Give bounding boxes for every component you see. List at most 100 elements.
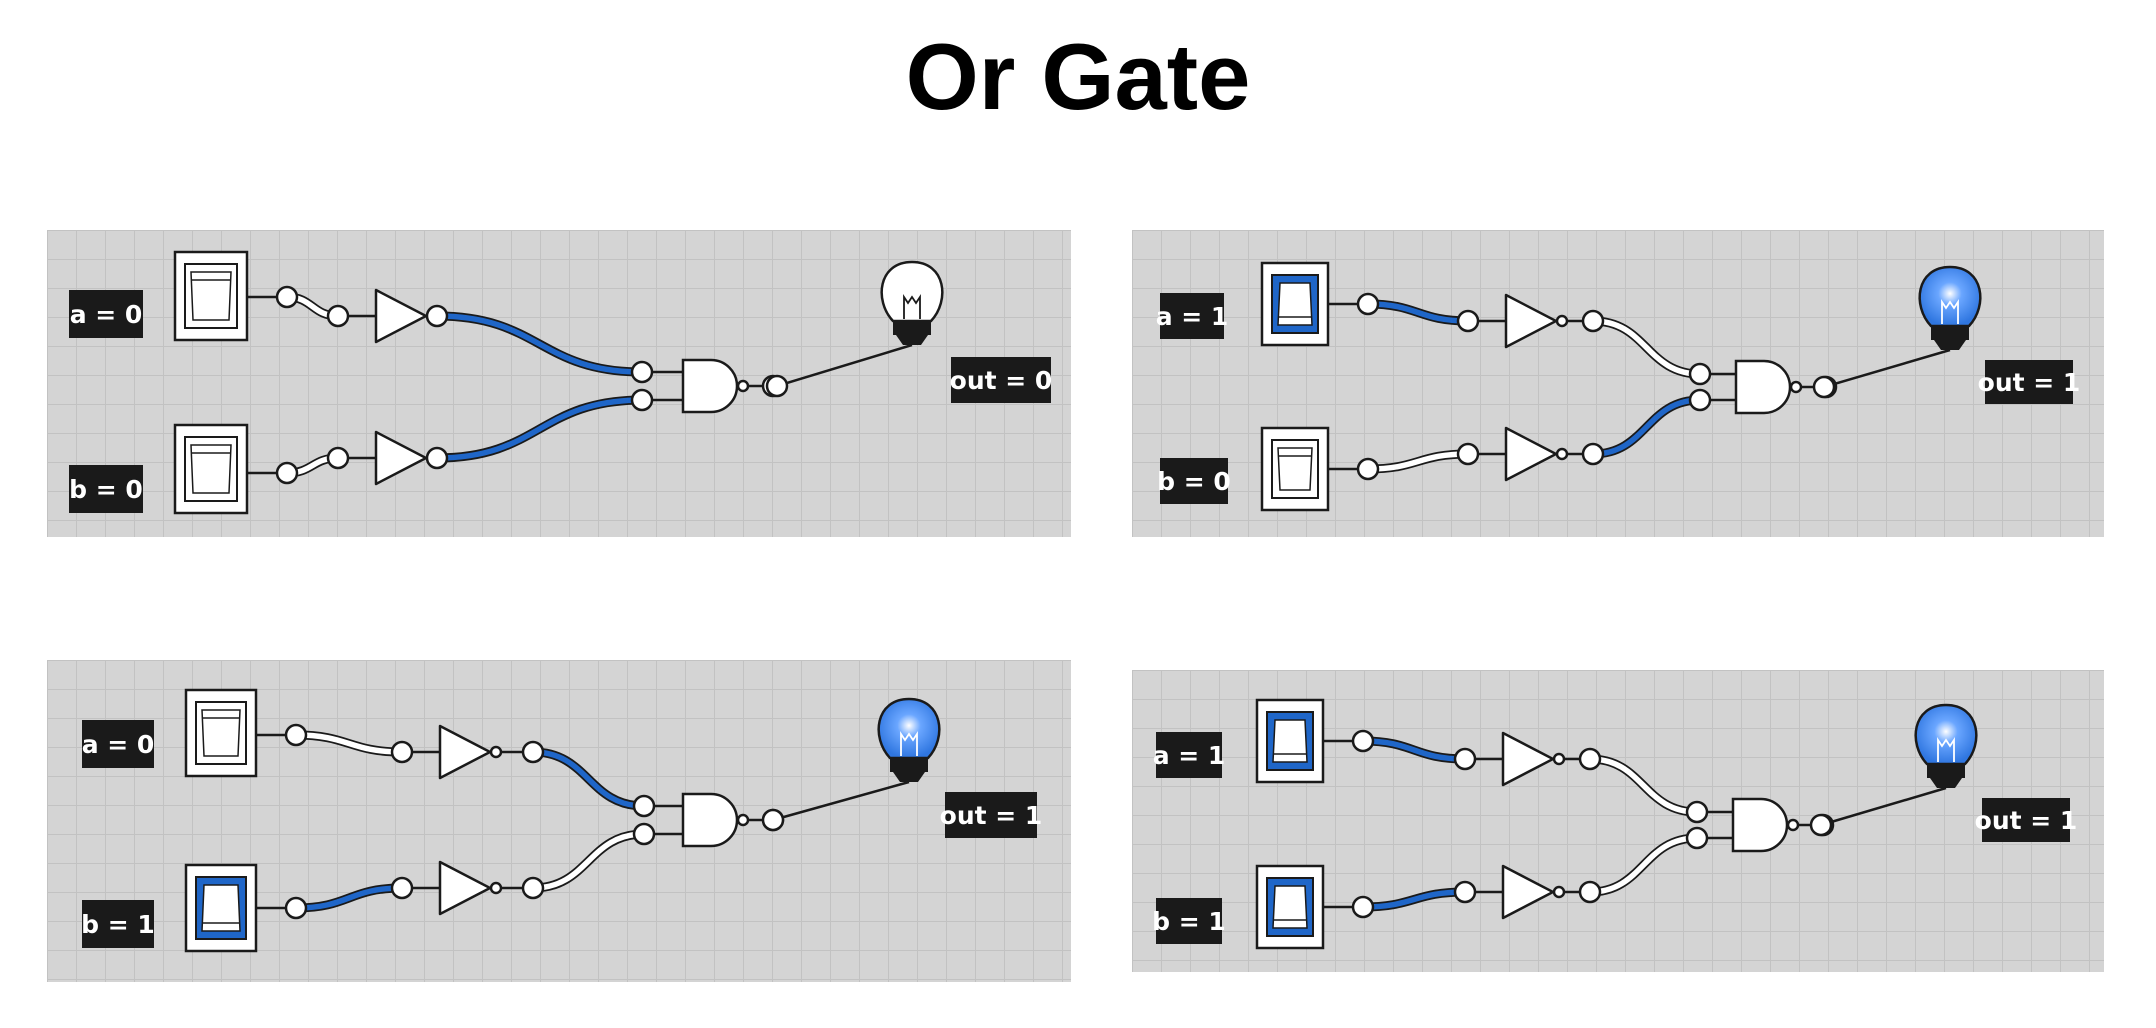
lightbulb-on-icon-tip bbox=[893, 772, 925, 782]
nand-gate-body bbox=[681, 792, 739, 848]
nand-gate-bubble bbox=[1786, 818, 1800, 832]
switch-a[interactable] bbox=[184, 688, 258, 778]
switch-b[interactable] bbox=[1260, 426, 1330, 512]
wire-not-a-out bbox=[530, 749, 647, 809]
switch-b[interactable] bbox=[1255, 864, 1325, 950]
not-gate-a-body bbox=[1504, 293, 1558, 349]
connector-node bbox=[1581, 309, 1605, 333]
switch-a[interactable] bbox=[1260, 261, 1330, 347]
bulb-lead bbox=[776, 343, 913, 388]
nand-gate-bubble bbox=[736, 813, 750, 827]
input-a-label: a = 1 bbox=[1156, 293, 1229, 339]
connector-node bbox=[1578, 747, 1602, 771]
output-label-bg bbox=[1985, 360, 2073, 404]
not-gate-a bbox=[1504, 293, 1569, 349]
nand-gate-bubble bbox=[736, 379, 750, 393]
page-title: Or Gate bbox=[905, 24, 1251, 129]
wire-not-b-out bbox=[1590, 397, 1703, 457]
input-a-label-text: a = 0 bbox=[70, 300, 143, 329]
lightbulb-on-icon-glass bbox=[877, 697, 941, 760]
lightbulb-on-icon-base bbox=[1927, 764, 1965, 778]
input-a-label: a = 0 bbox=[69, 290, 143, 338]
lightbulb-on-icon-filament bbox=[1941, 299, 1959, 324]
wire-not-b-out bbox=[530, 831, 647, 891]
lightbulb-on-icon-glass bbox=[1918, 265, 1982, 328]
not-gate-a-body bbox=[438, 724, 492, 780]
lightbulb-on-icon-glass bbox=[1914, 703, 1978, 766]
input-b-label-bg bbox=[69, 465, 143, 513]
not-gate-b-body bbox=[1504, 426, 1558, 482]
connector-node bbox=[632, 794, 656, 818]
input-a-label-text: a = 1 bbox=[1156, 302, 1229, 331]
connector-node bbox=[284, 723, 308, 747]
connector-node bbox=[390, 740, 414, 764]
lightbulb-off-icon-base bbox=[893, 321, 931, 335]
input-b-label-text: b = 1 bbox=[1152, 907, 1226, 936]
output-label: out = 0 bbox=[950, 357, 1052, 403]
nand-gate-body bbox=[1731, 797, 1789, 853]
wire-b-in bbox=[1365, 451, 1471, 472]
connector-node bbox=[1356, 292, 1380, 316]
connector-node bbox=[1578, 880, 1602, 904]
connector-node bbox=[1351, 729, 1375, 753]
not-gate-b-bubble bbox=[1555, 447, 1569, 461]
wire-a-in bbox=[293, 732, 405, 755]
not-gate-b-body bbox=[374, 430, 428, 486]
switch-b[interactable] bbox=[184, 863, 258, 953]
connector-node bbox=[521, 876, 545, 900]
connector-node bbox=[425, 446, 449, 470]
lightbulb-off-icon bbox=[880, 260, 944, 345]
input-b-label-text: b = 1 bbox=[81, 910, 155, 939]
lightbulb-off-icon-tip bbox=[896, 335, 928, 345]
not-gate-b bbox=[1504, 426, 1569, 482]
circuit-panel-4: a = 1 b = 1 out = 1 bbox=[1132, 670, 2104, 972]
switch-b-rocker bbox=[201, 884, 241, 932]
output-label-bg bbox=[951, 357, 1051, 403]
nand-gate bbox=[681, 358, 750, 414]
switch-b[interactable] bbox=[173, 423, 249, 515]
lightbulb-off-icon-filament bbox=[903, 294, 921, 319]
input-b-label-text: b = 0 bbox=[69, 475, 143, 504]
connector-node bbox=[1688, 362, 1712, 386]
lightbulb-on-icon-tip bbox=[1930, 778, 1962, 788]
input-b-label: b = 0 bbox=[69, 465, 143, 513]
input-a-label: a = 0 bbox=[82, 720, 155, 768]
not-gate-a-body bbox=[374, 288, 428, 344]
switch-a-rocker bbox=[1272, 719, 1308, 763]
switch-a[interactable] bbox=[1255, 698, 1325, 784]
bulb-lead bbox=[772, 780, 910, 822]
connector-node bbox=[326, 304, 350, 328]
input-a-label-bg bbox=[1156, 732, 1222, 778]
switch-a-rocker bbox=[1277, 282, 1313, 326]
connector-node bbox=[275, 461, 299, 485]
output-label: out = 1 bbox=[1975, 798, 2077, 842]
connector-node bbox=[1581, 442, 1605, 466]
connector-node bbox=[1809, 813, 1833, 837]
input-b-label-bg bbox=[82, 900, 154, 948]
lightbulb-on-icon-filament bbox=[900, 731, 918, 756]
connector-node bbox=[1453, 880, 1477, 904]
connector-node bbox=[1685, 800, 1709, 824]
not-gate-a-bubble bbox=[1552, 752, 1566, 766]
not-gate-b-bubble bbox=[489, 881, 503, 895]
lightbulb-on-icon bbox=[877, 697, 941, 782]
wire-not-b-out bbox=[434, 397, 645, 461]
connector-node bbox=[284, 896, 308, 920]
input-a-label: a = 1 bbox=[1153, 732, 1225, 778]
connector-node bbox=[1685, 826, 1709, 850]
wire-not-a-out bbox=[434, 313, 645, 375]
connector-node bbox=[1456, 442, 1480, 466]
bulb-lead bbox=[1820, 786, 1947, 827]
circuit-diagram: a = 1 b = 1 out = 1 bbox=[1152, 698, 2077, 950]
nand-gate bbox=[1734, 359, 1803, 415]
switch-b-rocker bbox=[1277, 447, 1313, 491]
nand-gate bbox=[681, 792, 750, 848]
output-label: out = 1 bbox=[1978, 360, 2080, 404]
switch-a[interactable] bbox=[173, 250, 249, 342]
input-a-label-text: a = 0 bbox=[82, 730, 155, 759]
connector-node bbox=[632, 822, 656, 846]
connector-node bbox=[275, 285, 299, 309]
